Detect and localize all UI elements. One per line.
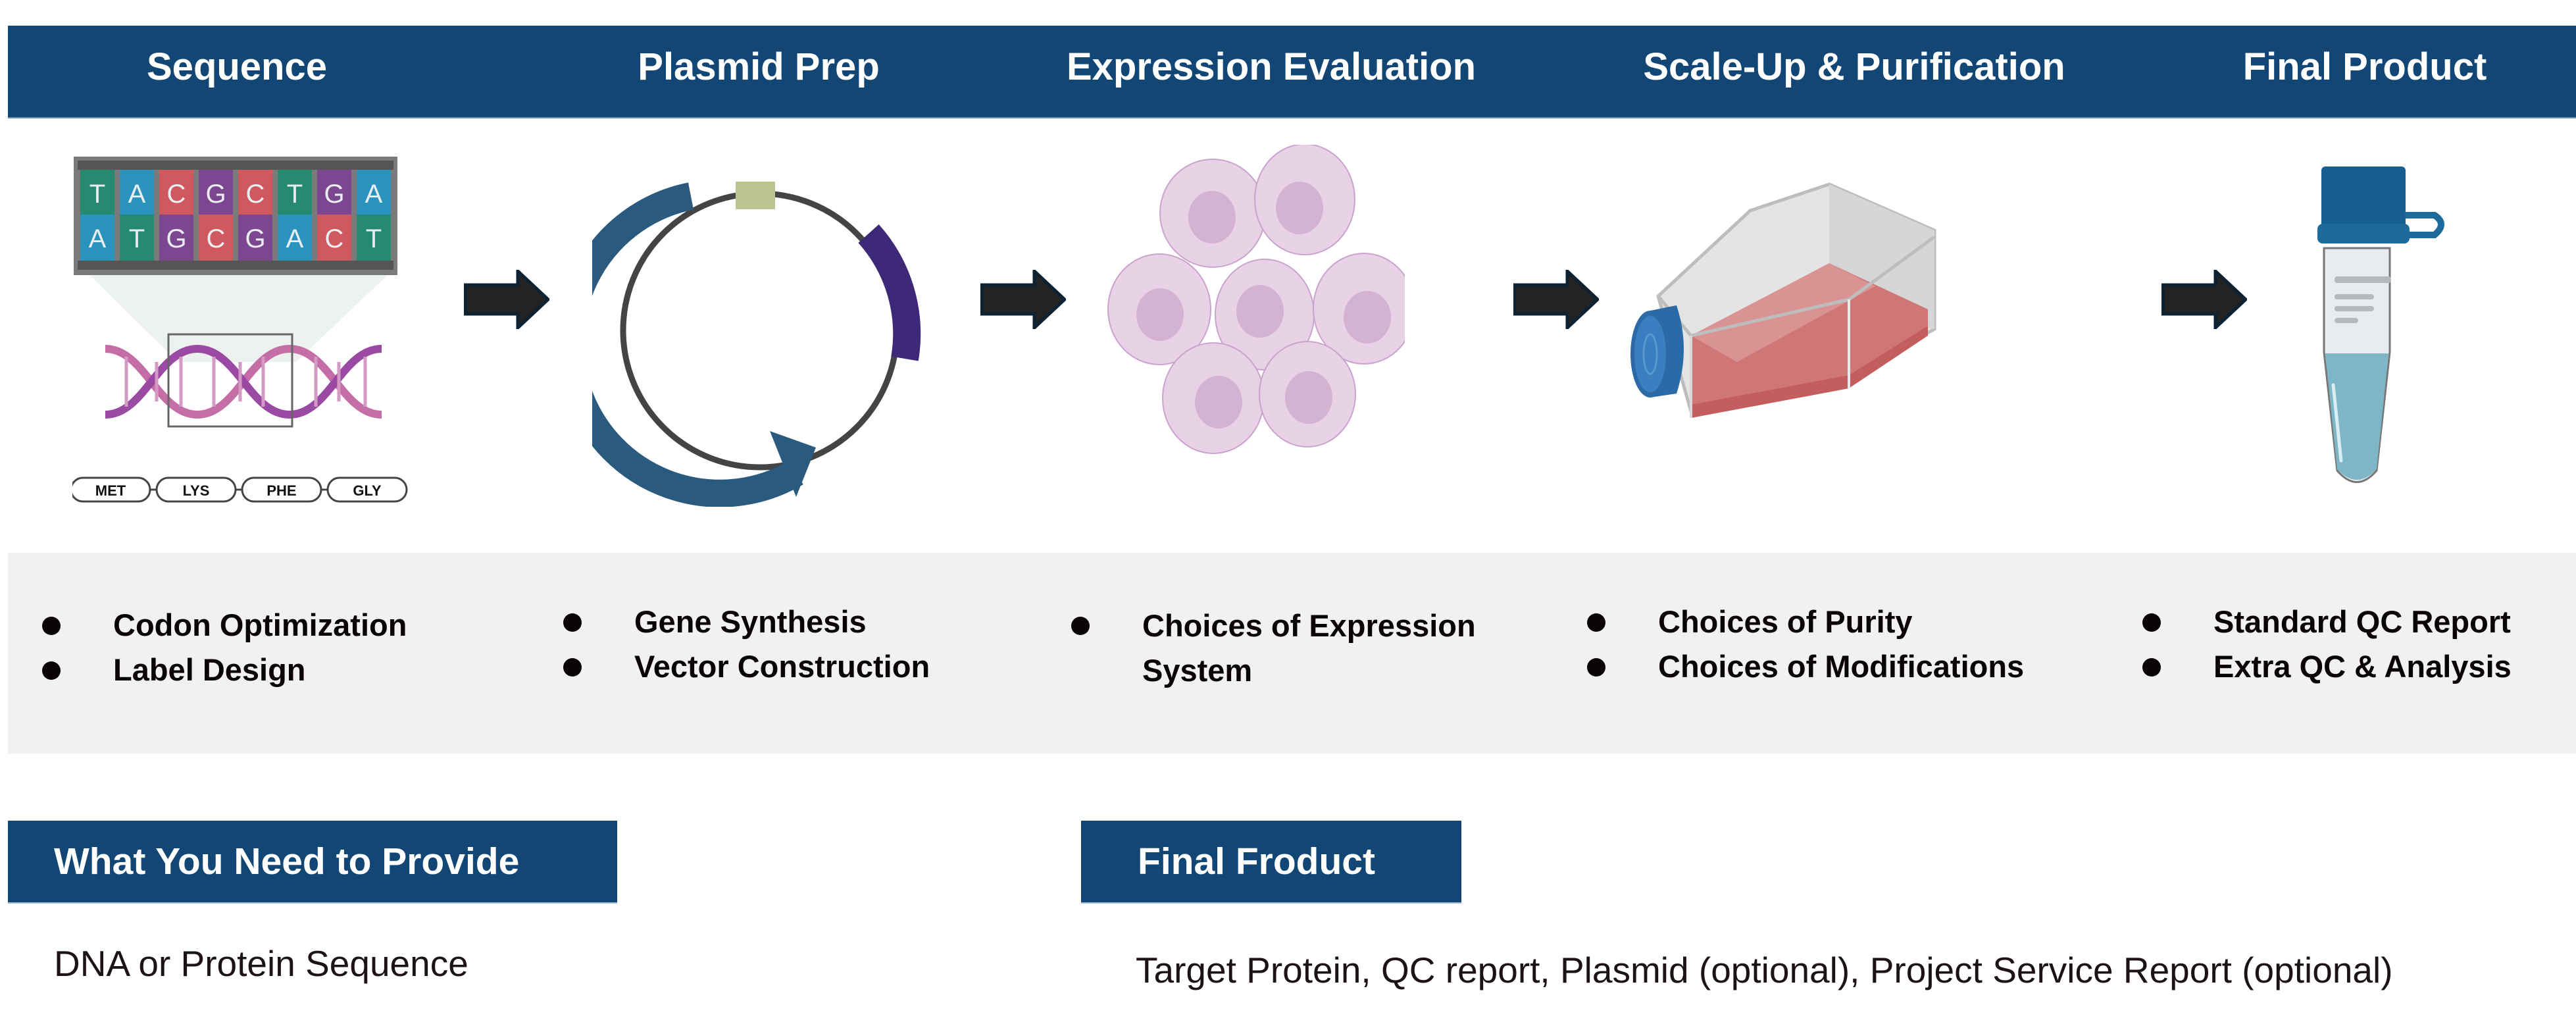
base-letter: C xyxy=(167,180,186,209)
bullet-item: Codon Optimization xyxy=(42,609,407,642)
final-product-label: Final Froduct xyxy=(1081,821,1461,904)
plasmid-icon xyxy=(592,165,934,507)
bullet-dot-icon xyxy=(1587,658,1605,677)
base-top-A xyxy=(120,170,154,216)
services-band xyxy=(8,553,2576,754)
base-letter: G xyxy=(324,180,344,209)
base-bottom-T xyxy=(120,215,154,261)
base-bottom-G xyxy=(238,215,272,261)
cell-nucleus xyxy=(1195,376,1242,428)
base-letter: A xyxy=(128,180,146,209)
bullet-dot-icon xyxy=(563,658,582,677)
bullet-item: Choices of Expression System xyxy=(1071,608,1511,693)
cell-nucleus xyxy=(1136,288,1184,341)
base-top-A xyxy=(357,170,391,216)
double-helix xyxy=(105,344,382,419)
amino-acid-label: LYS xyxy=(183,482,210,499)
bullet-item: Gene Synthesis xyxy=(563,605,930,638)
bullet-item: Extra QC & Analysis xyxy=(2142,650,2512,683)
base-letter: T xyxy=(366,224,382,253)
step-title-expression-evaluation: Expression Evaluation xyxy=(1066,45,1477,88)
base-top-C xyxy=(159,170,193,216)
cell-nucleus xyxy=(1344,291,1391,344)
bullet-dot-icon xyxy=(2142,658,2161,677)
base-letter: G xyxy=(166,224,186,253)
final-product-text: Target Protein, QC report, Plasmid (opti… xyxy=(1136,950,2393,990)
bullet-list-scale-up: Choices of Purity Choices of Modificatio… xyxy=(1587,605,2024,695)
amino-acid-label: GLY xyxy=(353,482,382,499)
arrow-right-icon xyxy=(1513,270,1599,329)
bullet-item: Choices of Modifications xyxy=(1587,650,2024,683)
base-top-G xyxy=(199,170,233,216)
arrow-right-icon xyxy=(980,270,1066,329)
base-letter: C xyxy=(246,180,265,209)
arrow-right-icon xyxy=(464,270,549,329)
bullet-dot-icon xyxy=(1587,613,1605,632)
base-top-T xyxy=(278,170,312,216)
bullet-dot-icon xyxy=(42,661,61,680)
base-letter: C xyxy=(207,224,226,253)
provide-text: DNA or Protein Sequence xyxy=(54,943,468,984)
step-title-scale-up: Scale-Up & Purification xyxy=(1643,45,2065,88)
base-bottom-A xyxy=(80,215,114,261)
base-letter: A xyxy=(89,224,107,253)
bullet-dot-icon xyxy=(1071,617,1090,635)
amino-acid-label: MET xyxy=(95,482,126,499)
workflow-header-band xyxy=(8,26,2576,118)
bullet-dot-icon xyxy=(2142,613,2161,632)
base-letter: G xyxy=(205,180,226,209)
cell-nucleus xyxy=(1285,371,1332,424)
amino-acid-label: PHE xyxy=(266,482,296,499)
bullet-list-sequence: Codon Optimization Label Design xyxy=(42,609,407,698)
bullet-item: Label Design xyxy=(42,654,407,686)
cell-nucleus xyxy=(1188,191,1236,244)
base-letter: C xyxy=(325,224,344,253)
bullet-list-plasmid-prep: Gene Synthesis Vector Construction xyxy=(563,605,930,695)
base-letter: A xyxy=(286,224,304,253)
base-top-T xyxy=(80,170,114,216)
base-bottom-C xyxy=(199,215,233,261)
arrow-right-icon xyxy=(2161,270,2247,329)
bullet-dot-icon xyxy=(42,617,61,635)
cells-icon xyxy=(1096,145,1405,474)
culture-flask-icon xyxy=(1619,171,2079,434)
bullet-dot-icon xyxy=(563,613,582,632)
step-title-final-product: Final Product xyxy=(2242,45,2487,88)
base-bottom-G xyxy=(159,215,193,261)
bullet-list-final-product: Standard QC Report Extra QC & Analysis xyxy=(2142,605,2512,695)
bullet-item: Standard QC Report xyxy=(2142,605,2512,638)
base-letter: T xyxy=(129,224,145,253)
cell-nucleus xyxy=(1276,182,1323,234)
base-bottom-C xyxy=(317,215,351,261)
tube-icon xyxy=(2310,161,2454,497)
base-bottom-A xyxy=(278,215,312,261)
cell-nucleus xyxy=(1236,285,1284,338)
base-top-C xyxy=(238,170,272,216)
bullet-list-expression: Choices of Expression System xyxy=(1071,608,1511,705)
step-title-plasmid-prep: Plasmid Prep xyxy=(638,45,880,88)
base-letter: A xyxy=(365,180,383,209)
base-bottom-T xyxy=(357,215,391,261)
base-top-G xyxy=(317,170,351,216)
base-letter: G xyxy=(245,224,265,253)
step-title-sequence: Sequence xyxy=(147,45,327,88)
amino-acid-pill xyxy=(326,476,408,503)
provide-label: What You Need to Provide xyxy=(8,821,617,904)
amino-acid-chain: MET LYS PHE GLY xyxy=(72,476,408,503)
base-letter: T xyxy=(287,180,303,209)
base-letter: T xyxy=(89,180,105,209)
bullet-item: Vector Construction xyxy=(563,650,930,683)
bullet-item: Choices of Purity xyxy=(1587,605,2024,638)
